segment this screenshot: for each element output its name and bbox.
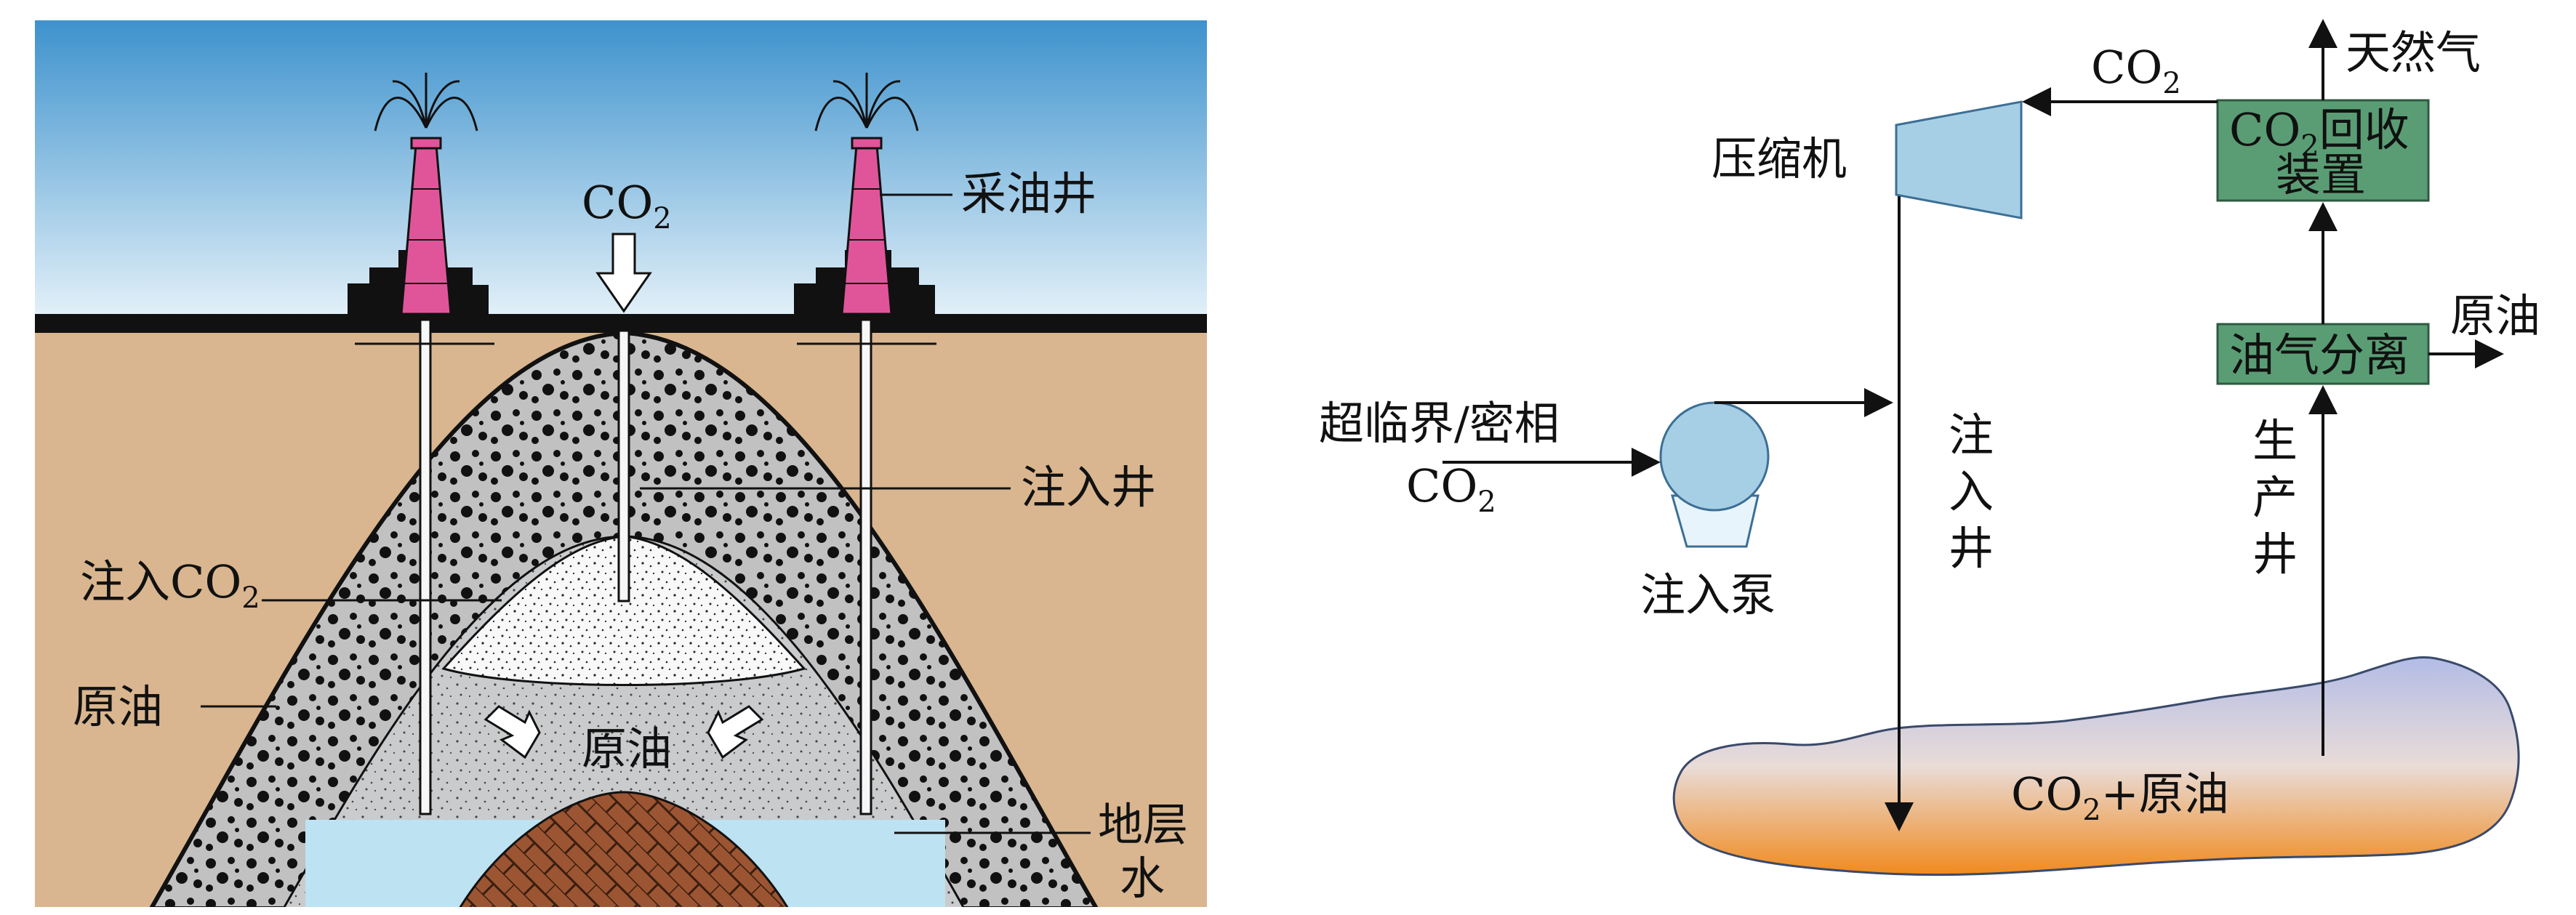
co2-recovery-label-line2: 装置 — [2276, 148, 2366, 201]
flow-arrow-left — [483, 705, 541, 759]
injection-pump — [1659, 401, 1770, 548]
injection-well-char-1: 注 — [1949, 408, 1994, 461]
formation-water-label-2: 水 — [1120, 852, 1165, 905]
reservoir-blob — [1672, 656, 2520, 876]
brine-dome — [459, 791, 789, 907]
oil-derrick-right — [794, 73, 935, 315]
injection-well-char-3: 井 — [1949, 522, 1994, 575]
crude-oil-label-left: 原油 — [73, 680, 163, 733]
oil-derrick-left — [348, 73, 489, 315]
production-well-pipe-right — [859, 318, 872, 815]
separator-label: 油气分离 — [2229, 328, 2410, 382]
co2-label-left: CO2 — [582, 176, 672, 235]
co2-recovery-box — [2216, 99, 2430, 202]
production-well-char-1: 生 — [2252, 414, 2298, 467]
inject-co2-label: 注入CO2 — [80, 555, 260, 615]
injection-well-pipe — [617, 329, 630, 602]
co2-input-label: CO2 — [1406, 459, 1496, 519]
co2-recovery-label-line1: CO2回收 — [2229, 103, 2410, 163]
supercritical-label: 超临界/密相 — [1319, 397, 1560, 450]
production-well-char-3: 井 — [2252, 528, 2298, 581]
co2-down-arrow — [595, 233, 652, 313]
crude-oil-label-right: 原油 — [2450, 289, 2540, 342]
co2-zone — [441, 535, 806, 686]
left-panel: CO2 采油井 注入井 注入CO2 原油 原油 地层 水 — [35, 20, 1207, 907]
pump-label: 注入泵 — [1640, 568, 1775, 621]
crude-oil-label-center: 原油 — [582, 722, 672, 775]
injection-well-label: 注入井 — [1021, 461, 1156, 514]
right-panel: 压缩机 CO2 天然气 CO2回收 装置 油气分离 原油 超临界/密相 CO2 … — [1319, 19, 2540, 876]
flow-arrow-right — [707, 705, 764, 759]
production-well-pipe-left — [419, 318, 432, 815]
production-well-label: 采油井 — [961, 167, 1096, 220]
injection-well-char-2: 入 — [1949, 465, 1994, 518]
oil-gas-separator-box — [2216, 323, 2430, 385]
compressor-label: 压缩机 — [1712, 132, 1847, 185]
natural-gas-label: 天然气 — [2346, 26, 2481, 79]
co2-top-label: CO2 — [2091, 41, 2181, 100]
compressor-shape — [1895, 100, 2023, 219]
reservoir-label: CO2+原油 — [2011, 767, 2229, 827]
formation-water-label-1: 地层 — [1098, 798, 1188, 851]
production-well-char-2: 产 — [2252, 471, 2298, 524]
